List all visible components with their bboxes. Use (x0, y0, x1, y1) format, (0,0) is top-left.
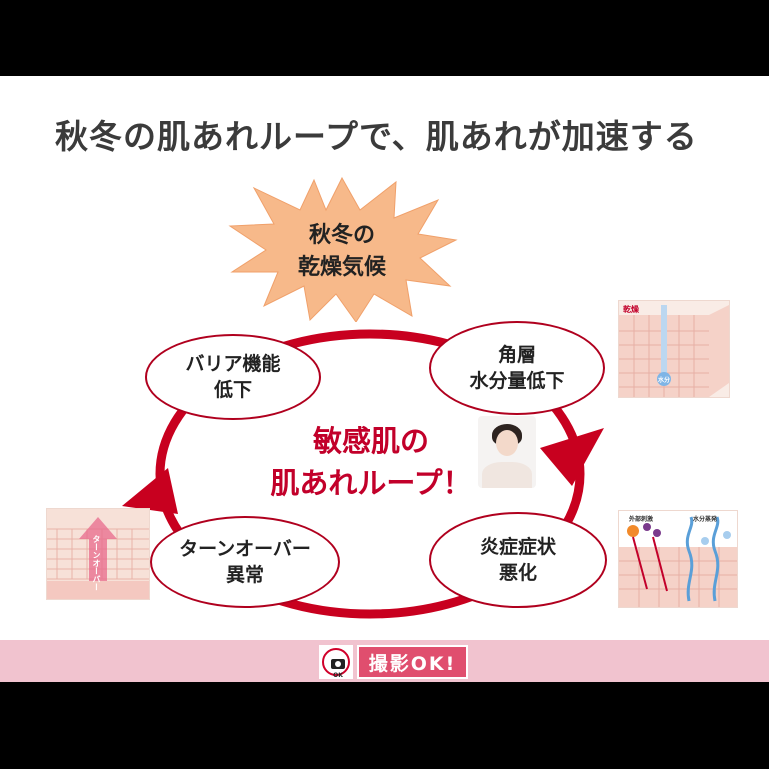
stage-barrier-bubble: バリア機能 低下 (145, 334, 321, 420)
photo-ok-text: 撮影OK! (368, 652, 457, 675)
camera-icon: OK (322, 648, 350, 679)
stage-turnover-label: ターンオーバー 異常 (179, 538, 311, 586)
camera-ok-text: OK (333, 672, 343, 679)
stage-moisture-label: 角層 水分量低下 (469, 344, 565, 392)
stage-inflammation-bubble: 炎症症状 悪化 (429, 512, 607, 608)
stage-turnover-bubble: ターンオーバー 異常 (150, 516, 340, 608)
stage-inflammation-label: 炎症症状 悪化 (479, 536, 556, 584)
loop-diagram (122, 329, 604, 619)
stage-moisture-bubble: 角層 水分量低下 (429, 321, 605, 415)
inflammation-skin-illustration: 外部刺激 水分蒸発 (618, 510, 738, 608)
moisture-label: 水分 (658, 377, 671, 384)
dryness-label: 乾燥 (623, 305, 639, 314)
irritant-label: 外部刺激 (629, 516, 654, 523)
evaporation-label: 水分蒸発 (693, 516, 718, 523)
turnover-label: ターンオーバー (92, 535, 101, 591)
slide: 秋冬の肌あれループで、肌あれが加速する 秋冬の 乾燥気候 バリア機能 低下 角層… (0, 76, 769, 682)
dry-climate-burst (228, 176, 458, 322)
slide-title: 秋冬の肌あれループで、肌あれが加速する (55, 117, 698, 156)
dry-skin-illustration: 乾燥 水分 (618, 300, 730, 398)
photo-ok-badge: 撮影OK! (357, 645, 468, 679)
loop-arrow-right (540, 428, 604, 486)
woman-photo (478, 416, 536, 488)
loop-center-text: 敏感肌の 肌あれループ！ (270, 424, 472, 500)
camera-badge: OK (319, 645, 353, 679)
stage-barrier-label: バリア機能 低下 (185, 353, 281, 401)
loop-ring (155, 329, 585, 619)
loop-arrow-left (122, 468, 178, 514)
turnover-skin-illustration: ターンオーバー (46, 508, 150, 600)
dry-climate-text: 秋冬の 乾燥気候 (297, 223, 386, 280)
